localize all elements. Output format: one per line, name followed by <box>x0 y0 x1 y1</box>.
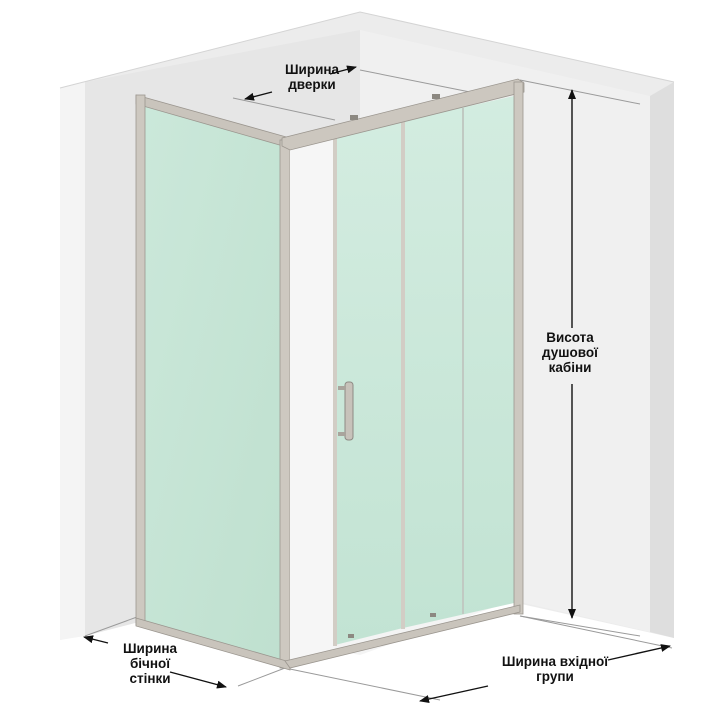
dimension-arrows <box>83 65 671 703</box>
door-frame-left <box>333 136 337 646</box>
wall-top-edge <box>59 11 675 89</box>
arrow-door-right <box>329 65 357 75</box>
side-wall-line-3: стінки <box>129 671 171 686</box>
arrow-front-left <box>419 685 489 703</box>
ext-side-left <box>84 616 138 637</box>
ext-door-left <box>232 97 336 121</box>
side-frame-bottom <box>135 617 291 671</box>
ext-height-top <box>519 79 641 105</box>
arrow-side-right <box>169 671 227 689</box>
bottom-guide-left <box>348 634 354 638</box>
entrance-width-label: Ширина вхідної групи <box>480 654 630 684</box>
arrow-front-right <box>607 644 671 661</box>
door-width-line-2: дверки <box>288 77 336 92</box>
opening <box>290 138 335 664</box>
right-profile <box>513 81 524 615</box>
fixed-panel-glass <box>403 96 514 628</box>
door-width-label: Ширина дверки <box>262 62 362 92</box>
ext-front-right <box>519 615 673 649</box>
bottom-rail <box>284 604 521 669</box>
side-wall-line-1: Ширина <box>122 641 178 656</box>
left-wall <box>60 82 85 640</box>
door-frame-right <box>401 121 405 629</box>
side-wall-line-2: бічної <box>129 656 171 671</box>
right-wall-edge <box>650 82 674 638</box>
side-frame-corner <box>279 139 291 669</box>
door-width-line-1: Ширина <box>284 62 340 77</box>
side-wall-width-label: Ширина бічної стінки <box>95 641 205 686</box>
entrance-width-line-2: групи <box>536 669 574 684</box>
cabin-height-line-3: кабіни <box>548 360 592 375</box>
roller-right <box>432 94 440 99</box>
top-rail <box>281 78 525 151</box>
cabin-height-line-2: душової <box>542 345 598 360</box>
side-glass <box>143 100 283 663</box>
arrow-side-left <box>83 635 109 644</box>
cabin-height-label: Висота душової кабіни <box>525 330 615 375</box>
ext-side-right <box>237 667 286 687</box>
extension-lines <box>84 69 673 701</box>
cabin-height-line-1: Висота <box>546 330 594 345</box>
bottom-guide-right <box>430 613 436 617</box>
roller-left <box>350 115 358 120</box>
entrance-width-line-1: Ширина вхідної <box>501 654 609 669</box>
sliding-door-glass <box>335 121 403 645</box>
ext-front-left <box>284 667 441 701</box>
side-frame-left <box>135 94 146 626</box>
arrow-door-left <box>244 91 273 101</box>
ext-door-right <box>359 69 471 93</box>
door-handle-icon[interactable] <box>338 381 354 441</box>
ext-height-bottom <box>519 615 641 637</box>
entrance-group <box>281 78 525 669</box>
side-panel <box>135 94 291 671</box>
